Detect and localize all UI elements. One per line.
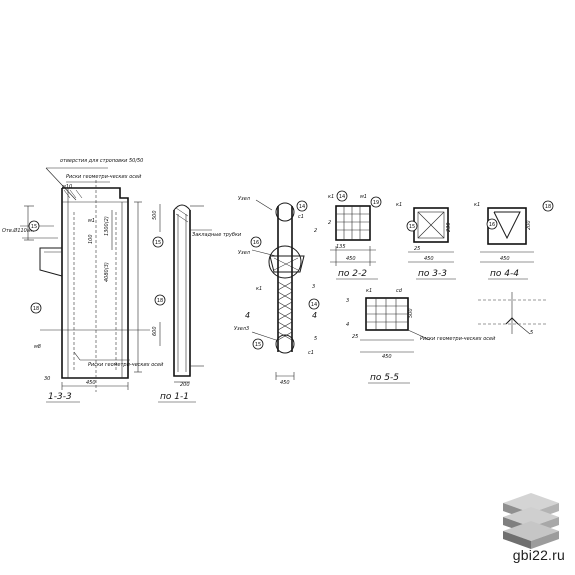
callout-16-4-4: 16: [486, 218, 498, 230]
dim-4-right: 4: [312, 311, 317, 320]
svg-text:18: 18: [33, 306, 39, 312]
svg-text:18: 18: [545, 204, 551, 210]
callout-19-2-2: 19: [370, 196, 382, 208]
dim-450-cage: 450: [280, 380, 290, 386]
dim-500-5-5: 500: [408, 308, 414, 318]
k1-3-3: к1: [396, 202, 402, 208]
section-2-2-title: по 2-2: [338, 269, 367, 279]
section-3-3-view: [408, 207, 454, 263]
stacked-slabs-icon: [503, 493, 559, 549]
dim-2-cage: 2: [314, 228, 317, 234]
callout-16-cage: 16: [250, 236, 262, 248]
opening-note: Отв.Ø110мм: [2, 227, 35, 234]
dim-135-2-2: 135: [336, 244, 346, 250]
axis-marks-5-5-note: Риски геометри-ческих осей: [420, 336, 496, 342]
m10-label: м10: [62, 184, 72, 190]
m1-2-2: м1: [360, 194, 367, 200]
dim-450-2-2: 450: [346, 256, 356, 262]
detail-b-label: Узел: [238, 250, 251, 256]
section-5-5-title: по 5-5: [370, 373, 399, 383]
section-3-3-title: по 3-3: [418, 269, 447, 279]
callout-15-cage: 15: [252, 338, 264, 350]
k1-4-4: к1: [474, 202, 480, 208]
callout-14-cage-mid: 14: [308, 298, 320, 310]
dim-100: 100: [88, 234, 94, 244]
dim-1300: 1300(2): [104, 216, 110, 236]
dim-5-cage: 5: [314, 336, 317, 342]
section-2-2-view: [330, 205, 376, 266]
section-1-1-title: по 1-1: [160, 392, 189, 402]
svg-text:16: 16: [253, 240, 259, 246]
detail-c-label: Узел3: [234, 326, 249, 332]
grout-tubes-note: Закладные трубки: [192, 232, 242, 238]
k1-5-5: к1: [366, 288, 372, 294]
dim-25-5-5: 25: [352, 334, 358, 340]
axis-marks-note-top: Риски геометри-ческих осей: [66, 174, 142, 180]
svg-text:15: 15: [255, 342, 261, 348]
k1-2-2: к1: [328, 194, 334, 200]
dim-4080: 4080(3): [104, 262, 110, 282]
dim-600-1-1: 600: [152, 326, 158, 336]
callout-15-main: 15: [28, 220, 40, 232]
dim-450-4-4: 450: [500, 256, 510, 262]
callout-15-3-3: 15: [406, 220, 418, 232]
section-4-4-view: [480, 207, 534, 263]
k1-mark: к1: [256, 286, 262, 292]
svg-text:14: 14: [339, 194, 345, 200]
dim-500-1-1: 500: [152, 210, 158, 220]
opening-fragment-view: [478, 292, 546, 335]
svg-text:15: 15: [31, 224, 37, 230]
callout-18-1-1: 18: [154, 294, 166, 306]
svg-text:14: 14: [299, 204, 305, 210]
svg-text:16: 16: [489, 222, 495, 228]
dim-200-1-1: 200: [180, 382, 190, 388]
svg-text:15: 15: [409, 224, 415, 230]
section-1-1-view: [159, 204, 212, 383]
callout-14-2-2: 14: [336, 190, 348, 202]
dim-200-4-4: 200: [526, 220, 532, 230]
callout-18-4-4: 18: [542, 200, 554, 212]
dim-230-3-3: 230: [446, 222, 452, 232]
main-elevation-view: [20, 167, 150, 392]
reinforcement-cage-view: [251, 199, 305, 380]
detail-a-label: Узел: [238, 196, 251, 202]
dim-30-main: 30: [44, 376, 50, 382]
svg-text:18: 18: [157, 298, 163, 304]
main-section-title: 1-3-3: [48, 392, 72, 402]
cd-5-5: сd: [396, 288, 403, 294]
dim-5-fragment: 5: [530, 330, 533, 336]
dim-2-2-2: 2: [328, 220, 331, 226]
dim-450-main: 450: [86, 380, 96, 386]
dim-450-3-3: 450: [424, 256, 434, 262]
callout-14-cage-top: 14: [296, 200, 308, 212]
dim-3-cage: 3: [312, 284, 315, 290]
dim-3-5-5: 3: [346, 298, 349, 304]
svg-text:19: 19: [373, 200, 379, 206]
m1-label: м1: [88, 218, 95, 224]
dim-25-3-3: 25: [414, 246, 420, 252]
section-5-5-view: [360, 297, 431, 353]
callout-18-main: 18: [30, 302, 42, 314]
dim-4-5-5: 4: [346, 322, 349, 328]
m8-label: м8: [34, 344, 41, 350]
lifting-holes-note: отверстия для строповки 50/50: [60, 158, 143, 164]
callout-15-1-1: 15: [152, 236, 164, 248]
svg-text:15: 15: [155, 240, 161, 246]
watermark-site-text: gbi22.ru: [512, 547, 565, 563]
dim-450-5-5: 450: [382, 354, 392, 360]
svg-text:14: 14: [311, 302, 317, 308]
section-4-4-title: по 4-4: [490, 269, 519, 279]
c1-mark-bottom: с1: [308, 350, 314, 356]
c1-mark-top: с1: [298, 214, 304, 220]
axis-marks-note-bottom: Риски геометри-ческих осей: [88, 362, 164, 368]
dim-4-left: 4: [245, 311, 250, 320]
